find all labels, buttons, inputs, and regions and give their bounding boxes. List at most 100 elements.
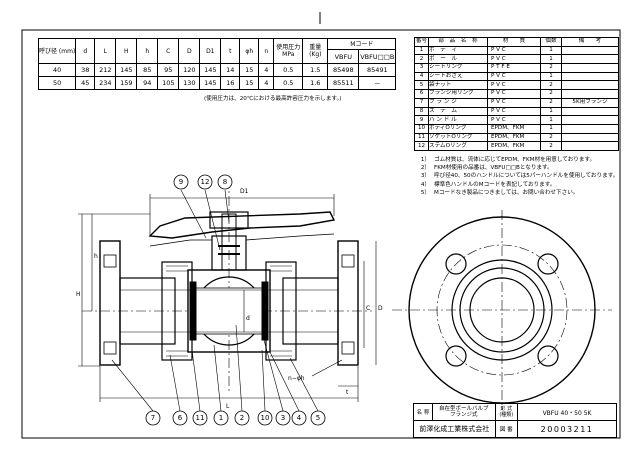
title-block: 名 称 自在型ボールバルブ フランジ式 形 式 (種類) VBFU 40・50 … — [413, 403, 617, 438]
label-c: C — [366, 305, 370, 312]
parts-cell: EPDM、FKM — [487, 132, 541, 143]
parts-cell: P V C — [487, 115, 541, 125]
stem — [221, 213, 237, 271]
cell: 45 — [75, 76, 96, 90]
parts-cell: 11 — [414, 132, 429, 143]
front-view — [392, 210, 612, 410]
nphih-leader — [311, 359, 343, 377]
cell: 159 — [115, 76, 138, 90]
note-text: 呼び径40、50のハンドルについては5パーハンドルを使用しております。 — [434, 173, 619, 180]
parts-cell — [561, 123, 619, 134]
parts-cell: 2 — [540, 97, 562, 108]
note-text: ゴム材質は、流体に応じてEPDM、FKM材を用意しております。 — [434, 157, 596, 163]
parts-cell: フランジ用リング — [428, 89, 488, 99]
balloon-6: 6 — [172, 410, 188, 426]
cell: 95 — [157, 63, 180, 77]
parts-cell: 1 — [540, 54, 562, 65]
parts-cell: 1 — [540, 45, 562, 56]
cell: 85498 — [327, 63, 360, 77]
left-bolt-hole-bottom — [103, 341, 117, 355]
note-number: 4） — [420, 181, 430, 188]
parts-cell: P V C — [487, 71, 541, 82]
parts-cell: 2 — [540, 132, 562, 143]
balloon-9: 9 — [173, 174, 207, 239]
balloon-8: 8 — [217, 174, 233, 223]
parts-cell — [561, 80, 619, 91]
pressure-footnote: (使用圧力は、20℃における最高許容圧力を示します。) — [204, 96, 342, 102]
balloon-3-text: 3 — [281, 414, 285, 422]
cell: 15 — [239, 63, 260, 77]
cell: 145 — [199, 76, 222, 90]
right-bolt-hole-top — [341, 254, 355, 268]
hdr-t: t — [220, 38, 241, 64]
label-d: D — [378, 305, 383, 312]
parts-cell: 袋ナット — [428, 80, 488, 91]
balloon-4-text: 4 — [297, 414, 302, 422]
company-row: 前澤化成工業株式会社 図 番 20003211 — [413, 420, 617, 438]
hdr-C: C — [157, 38, 180, 64]
right-nut-hatch — [270, 265, 292, 357]
hdr-mcode-vbfub: VBFU□□B — [358, 49, 397, 64]
parts-cell: P V C — [487, 54, 541, 65]
left-socket — [119, 277, 176, 345]
parts-cell: 1 — [540, 123, 562, 134]
socket-ring-circle — [459, 267, 545, 353]
balloon-7-text: 7 — [151, 414, 155, 422]
balloon-6-text: 6 — [178, 414, 183, 422]
right-bolt-hole-bottom — [341, 341, 355, 355]
parts-cell: 1 — [540, 71, 562, 82]
hdr-D1: D1 — [199, 38, 222, 64]
cell: 1.6 — [302, 76, 329, 90]
cell: 50 — [37, 76, 77, 90]
socket-outer-circle — [451, 259, 553, 361]
balloon-11-text: 11 — [196, 414, 205, 422]
title-row: 名 称 自在型ボールバルブ フランジ式 形 式 (種類) VBFU 40・50 … — [413, 403, 617, 421]
parts-cell: 7 — [414, 97, 429, 108]
title-name-label: 名 称 — [413, 403, 433, 421]
note-item: 3）呼び径40、50のハンドルについては5パーハンドルを使用しております。 — [416, 172, 618, 180]
parts-cell: ボ デ ィ — [428, 45, 488, 56]
parts-cell: ステムOリング — [428, 141, 488, 151]
parts-cell — [561, 71, 619, 82]
parts-cell: 12 — [414, 141, 429, 151]
parts-cell — [561, 54, 619, 65]
note-item: 5）Mコードなき製品につきましては、お問い合わせ下さい。 — [416, 189, 618, 197]
right-seat-ring — [261, 281, 269, 341]
parts-cell: 2 — [540, 80, 562, 91]
balloon-7: 7 — [145, 410, 161, 426]
parts-hdr-no: 番号 — [414, 37, 429, 47]
hdr-nominal: 呼び径 (mm) — [37, 38, 77, 64]
parts-cell: 5 — [414, 80, 429, 91]
label-n-phi-h: n−φh — [288, 375, 305, 382]
parts-cell: フ ラ ン ジ — [428, 97, 488, 108]
ball-bore — [194, 287, 264, 335]
parts-cell — [561, 63, 619, 73]
note-item: 2）FKM材使用の品番は、VBFU□□Bとなります。 — [416, 164, 618, 172]
parts-cell: ス テ ム — [428, 106, 488, 117]
parts-cell: 6 — [414, 89, 429, 99]
parts-cell: ボ ー ル — [428, 54, 488, 65]
note-text: Mコードなき製品につきましては、お問い合わせ下さい。 — [434, 189, 579, 196]
bottom-balloons — [111, 324, 319, 412]
bolt-hole-bl — [445, 345, 467, 367]
parts-cell: 1 — [414, 45, 429, 56]
hdr-d: d — [75, 38, 96, 64]
parts-cell — [561, 132, 619, 143]
parts-cell: 2 — [414, 54, 429, 65]
parts-table-header: 番号 部 品 名 称 材 質 個数 備 考 — [414, 37, 619, 47]
dimension-table-subheader: VBFU VBFU□□B — [39, 49, 397, 64]
balloon-1-text: 1 — [219, 414, 223, 422]
parts-cell: 1 — [540, 106, 562, 117]
parts-cell: 4 — [414, 71, 429, 82]
title-company: 前澤化成工業株式会社 — [413, 420, 496, 438]
hdr-mcode-vbfu: VBFU — [327, 49, 360, 64]
parts-cell — [561, 141, 619, 151]
bore-circle — [469, 277, 535, 343]
